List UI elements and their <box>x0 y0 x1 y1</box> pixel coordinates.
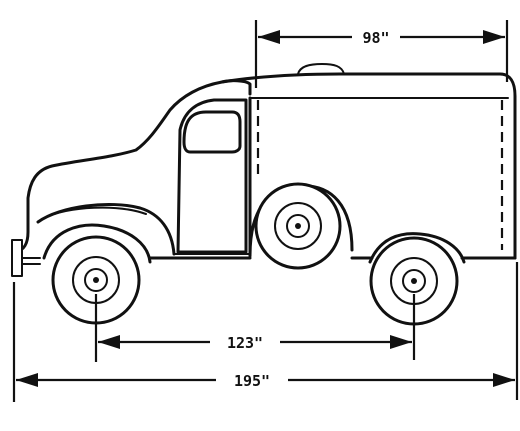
front-fender-inner <box>43 206 147 219</box>
door-outline <box>176 98 248 254</box>
body-length-label: 98" <box>362 29 389 47</box>
dimension-body-length: 98" <box>258 28 505 47</box>
front-wheel-arch <box>42 223 152 264</box>
middle-wheel <box>254 182 342 270</box>
extension-lines <box>12 20 519 402</box>
rear-lower-fender <box>368 232 466 264</box>
bumper-bracket <box>21 257 41 265</box>
front-bumper <box>11 239 23 277</box>
wheelbase-label: 123" <box>227 334 263 352</box>
body-outline <box>14 79 252 254</box>
dimension-overall-length: 195" <box>16 371 515 390</box>
dimension-wheelbase: 123" <box>98 333 412 352</box>
front-wheel <box>51 235 141 325</box>
vehicle-illustration <box>11 63 517 326</box>
roof-vent <box>297 63 345 75</box>
overall-length-label: 195" <box>234 372 270 390</box>
door-window <box>182 110 242 154</box>
